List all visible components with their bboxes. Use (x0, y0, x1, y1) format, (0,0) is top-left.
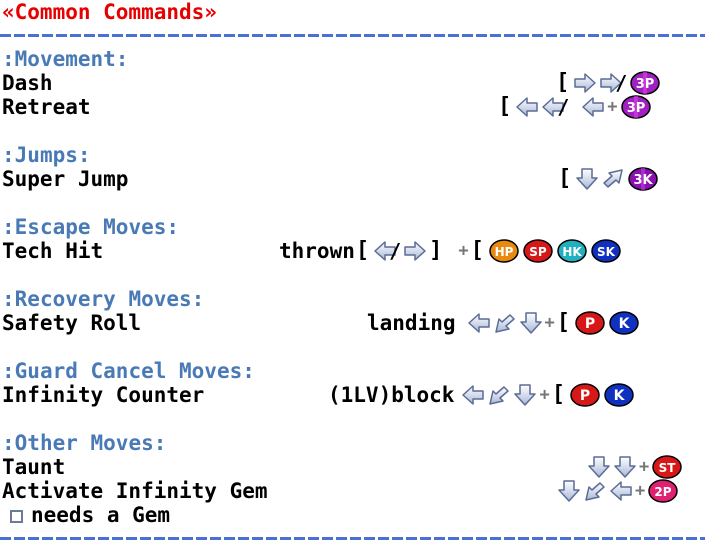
move-name: Super Jump (2, 167, 129, 191)
arrow-down-icon (557, 480, 581, 502)
arrow-left-icon (581, 96, 605, 118)
button-k-icon: K (609, 311, 639, 335)
move-name: Safety Roll (2, 311, 142, 335)
svg-text:P: P (585, 316, 595, 332)
move-name: Taunt (2, 455, 66, 479)
arrow-right-icon (573, 72, 597, 94)
bullet-square-icon (10, 509, 23, 523)
svg-text:3P: 3P (626, 101, 645, 116)
button-3k-icon: 3K (628, 167, 658, 191)
section-escape: :Escape Moves: (2, 215, 180, 239)
move-row-infinity-counter: Infinity Counter (1LV)block + [ P K (0, 383, 705, 407)
arrow-down-icon (613, 456, 637, 478)
move-command: [ 3K (557, 167, 660, 191)
button-hp-icon: HP (489, 239, 519, 263)
move-name: Retreat (2, 95, 91, 119)
button-sk-icon: SK (591, 239, 621, 263)
move-command: [ / 3P (555, 71, 662, 95)
move-row-safety-roll: Safety Roll landing + [ P K (0, 311, 705, 335)
move-name: Dash (2, 71, 53, 95)
move-name: Activate Infinity Gem (2, 479, 268, 503)
section-recovery: :Recovery Moves: (2, 287, 205, 311)
button-p-icon: P (575, 311, 605, 335)
arrow-down-left-icon (487, 384, 511, 406)
move-command: thrown [ / ] + [ HP SP HK SK (279, 239, 623, 263)
move-command: + 2P (556, 479, 680, 503)
divider-bottom (0, 537, 705, 540)
svg-text:K: K (619, 316, 631, 332)
move-name: Tech Hit (2, 239, 104, 263)
svg-text:HK: HK (562, 245, 582, 259)
button-3p-icon: 3P (620, 95, 651, 119)
svg-text:P: P (580, 388, 590, 404)
arrow-down-left-icon (583, 480, 607, 502)
arrow-right-icon (403, 240, 427, 262)
move-row-super-jump: Super Jump [ 3K (0, 167, 705, 191)
arrow-down-icon (513, 384, 537, 406)
svg-text:3P: 3P (636, 77, 655, 92)
arrow-down-icon (575, 168, 599, 190)
svg-text:3K: 3K (634, 173, 654, 188)
move-command: (1LV)block + [ P K (328, 383, 636, 407)
button-p-icon: P (570, 383, 600, 407)
move-name: Infinity Counter (2, 383, 205, 407)
gem-note: needs a Gem (10, 503, 170, 527)
button-sp-icon: SP (523, 239, 553, 263)
svg-text:ST: ST (659, 461, 677, 475)
arrow-left-icon (515, 96, 539, 118)
arrow-left-icon (609, 480, 633, 502)
arrow-up-right-icon (601, 168, 625, 190)
button-st-icon: ST (652, 455, 682, 479)
move-row-tech-hit: Tech Hit thrown [ / ] + [ HP SP HK SK (0, 239, 705, 263)
button-k-icon: K (604, 383, 634, 407)
move-command: + ST (586, 455, 684, 479)
section-guard-cancel: :Guard Cancel Moves: (2, 359, 255, 383)
divider-top (0, 34, 705, 37)
move-row-dash: Dash [ / 3P (0, 71, 705, 95)
move-command: landing + [ P K (367, 311, 641, 335)
svg-text:SK: SK (597, 245, 616, 259)
arrow-down-left-icon (493, 312, 517, 334)
svg-text:HP: HP (494, 245, 513, 259)
move-row-retreat: Retreat [ / + 3P (0, 95, 705, 119)
move-row-taunt: Taunt + ST (0, 455, 705, 479)
svg-text:2P: 2P (655, 485, 672, 499)
arrow-left-icon (461, 384, 485, 406)
button-hk-icon: HK (557, 239, 587, 263)
move-row-activate-gem: Activate Infinity Gem + 2P (0, 479, 705, 503)
arrow-left-icon (467, 312, 491, 334)
button-3p-icon: 3P (630, 71, 661, 95)
svg-text:SP: SP (529, 245, 547, 259)
section-jumps: :Jumps: (2, 143, 91, 167)
arrow-down-icon (519, 312, 543, 334)
button-2p-icon: 2P (648, 479, 678, 503)
section-movement: :Movement: (2, 47, 129, 71)
arrow-down-icon (587, 456, 611, 478)
move-command: [ / + 3P (497, 95, 653, 119)
svg-text:K: K (614, 388, 626, 404)
page-title: «Common Commands» (2, 0, 217, 24)
section-other: :Other Moves: (2, 431, 167, 455)
